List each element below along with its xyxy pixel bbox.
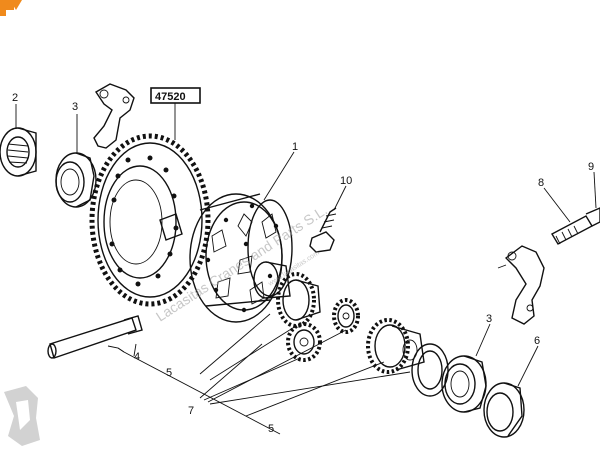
leader-10	[333, 185, 347, 211]
side-gear-near-hub	[276, 272, 321, 328]
group-bracket-lines	[107, 313, 411, 435]
planet-pinion-lower	[286, 322, 322, 362]
leader-cap-right	[497, 264, 507, 269]
seal-ring-part-6	[483, 382, 525, 438]
part-number-box	[150, 87, 201, 104]
bearing-race-part-3-left	[55, 152, 97, 208]
callout-4: 4	[134, 351, 140, 363]
callout-3-left: 3	[72, 101, 78, 113]
bearing-part-2	[0, 127, 37, 177]
callout-7: 7	[188, 405, 194, 417]
leader-9	[593, 171, 597, 209]
thrust-washer	[411, 343, 449, 397]
callout-8: 8	[538, 177, 544, 189]
callout-2: 2	[12, 92, 18, 104]
callout-5-upper: 5	[166, 367, 172, 379]
callout-3-right: 3	[486, 313, 492, 325]
part-number-label: 47520	[155, 91, 186, 103]
logo-grey-mark	[4, 386, 40, 446]
planet-pinion-upper	[332, 298, 360, 334]
stud-part-8	[551, 207, 600, 245]
bearing-race-part-3-right	[441, 355, 487, 413]
logo-orange-mark	[0, 0, 22, 16]
callout-9: 9	[588, 161, 594, 173]
callout-10: 10	[340, 175, 352, 187]
callout-5-lower: 5	[268, 423, 274, 435]
cross-shaft-part-4	[47, 315, 143, 359]
callout-1: 1	[292, 141, 298, 153]
leader-3-right	[475, 323, 491, 357]
bearing-cap-upper	[93, 83, 135, 149]
leader-1	[263, 151, 295, 201]
differential-housing-part-1	[159, 193, 293, 323]
callout-6: 6	[534, 335, 540, 347]
ring-gear	[89, 133, 211, 307]
leader-8	[543, 187, 571, 223]
side-gear-right	[366, 318, 425, 374]
leader-6	[517, 345, 539, 387]
bearing-cap-right	[504, 245, 545, 325]
watermark-small: www.lacasitas.com	[266, 250, 320, 289]
